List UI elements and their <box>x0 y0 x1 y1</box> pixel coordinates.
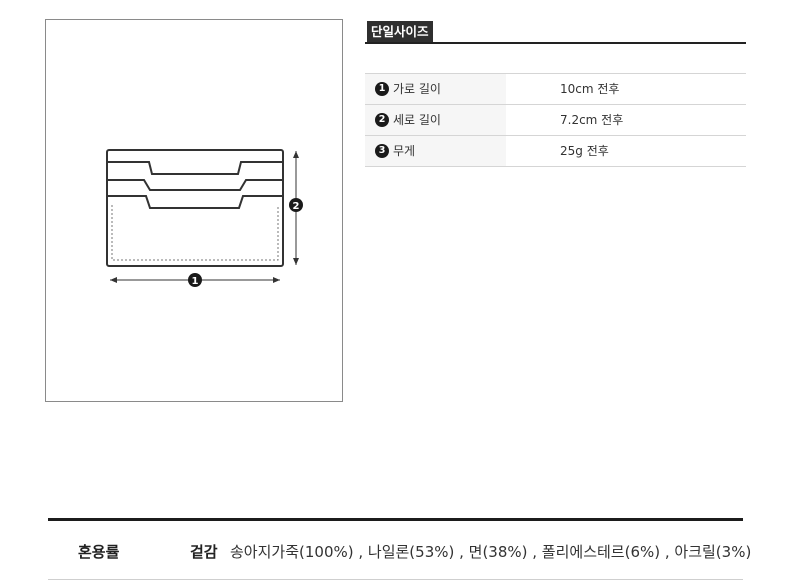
material-composition-section: 혼용률 겉감 송아지가죽(100%) , 나일론(53%) , 면(38%) ,… <box>48 518 751 580</box>
size-tab-label: 단일사이즈 <box>367 21 433 42</box>
size-row-value: 10cm 전후 <box>560 82 620 96</box>
material-heading: 혼용률 <box>78 543 120 561</box>
width-arrow-left-head <box>110 277 117 283</box>
height-arrow-bottom-head <box>293 258 299 265</box>
size-row-label-cell: 1 가로 길이 <box>365 74 506 104</box>
size-row-label-cell: 2 세로 길이 <box>365 105 506 135</box>
height-arrow-top-head <box>293 151 299 158</box>
wallet-stitch <box>111 205 279 261</box>
size-row-value: 7.2cm 전후 <box>560 113 624 127</box>
size-row-value: 25g 전후 <box>560 144 609 158</box>
height-marker-number: 2 <box>293 201 300 212</box>
material-detail-text: 송아지가죽(100%) , 나일론(53%) , 면(38%) , 폴리에스테르… <box>230 543 752 561</box>
size-row-label: 가로 길이 <box>393 82 441 96</box>
size-row-label: 무게 <box>393 144 416 158</box>
width-marker-number: 1 <box>192 276 199 287</box>
number-1-badge: 1 <box>375 82 389 96</box>
number-3-badge: 3 <box>375 144 389 158</box>
size-section-header: 단일사이즈 <box>365 19 746 45</box>
height-marker-circle <box>289 198 303 212</box>
size-row-height: 2 세로 길이 7.2cm 전후 <box>365 105 746 136</box>
width-arrow-right-head <box>273 277 280 283</box>
number-2-badge: 2 <box>375 113 389 127</box>
wallet-outline <box>106 149 284 267</box>
size-row-label: 세로 길이 <box>393 113 441 127</box>
card-slot-2 <box>107 179 283 191</box>
size-header-rule <box>365 42 746 44</box>
card-slot-3 <box>107 195 283 209</box>
size-row-label-cell: 3 무게 <box>365 136 506 166</box>
card-slot-1 <box>107 161 283 175</box>
size-row-width: 1 가로 길이 10cm 전후 <box>365 74 746 105</box>
size-table: 1 가로 길이 10cm 전후 2 세로 길이 7.2cm 전후 3 무게 25… <box>365 73 746 167</box>
size-row-weight: 3 무게 25g 전후 <box>365 136 746 167</box>
card-wallet-diagram: 1 2 <box>45 19 343 402</box>
material-part-label: 겉감 <box>190 543 218 561</box>
card-wallet-illustration: 1 2 <box>106 149 303 287</box>
width-marker-circle <box>188 273 202 287</box>
